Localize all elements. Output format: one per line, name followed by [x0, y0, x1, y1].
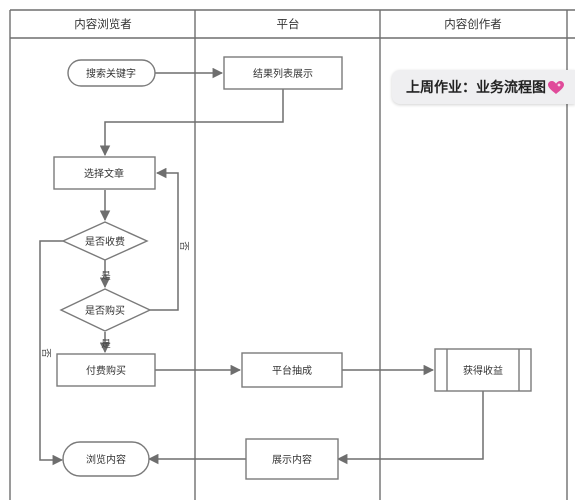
node-is-bought-label: 是否购买: [85, 304, 125, 317]
node-pay: 付费购买: [56, 353, 156, 387]
node-show-content: 展示内容: [245, 438, 339, 480]
node-is-paid-label: 是否收费: [85, 235, 125, 248]
lane-header-platform: 平台: [277, 17, 300, 31]
edge-income-to-show: [336, 391, 484, 465]
edge-paid-no: [39, 240, 64, 466]
node-result-list: 结果列表展示: [223, 56, 343, 90]
edge-bought-no: [150, 167, 179, 311]
node-is-bought: 是否购买: [59, 288, 152, 332]
node-search-label: 搜索关键字: [86, 67, 136, 80]
edge-label-bought-yes: 是: [101, 339, 111, 350]
title-card: 上周作业：业务流程图: [392, 70, 575, 104]
node-is-paid: 是否收费: [61, 221, 149, 261]
edge-label-paid-yes: 是: [101, 271, 111, 282]
node-result-list-label: 结果列表展示: [253, 67, 313, 80]
lane-header-browser: 内容浏览者: [74, 17, 132, 31]
node-search: 搜索关键字: [67, 59, 156, 87]
node-select-article-label: 选择文章: [84, 167, 124, 180]
node-select-article: 选择文章: [53, 156, 156, 190]
node-platform-cut: 平台抽成: [241, 352, 343, 388]
edge-results-to-select: [99, 89, 284, 157]
node-browse-content: 浏览内容: [62, 441, 150, 477]
node-browse-content-label: 浏览内容: [86, 453, 126, 466]
node-get-income: 获得收益: [434, 348, 532, 392]
lane-header-creator: 内容创作者: [444, 17, 502, 31]
connectors: [39, 67, 484, 466]
edge-label-paid-no: 否: [40, 348, 51, 358]
node-pay-label: 付费购买: [86, 364, 126, 377]
node-platform-cut-label: 平台抽成: [272, 364, 312, 377]
sparkling-heart-icon: [548, 81, 564, 95]
node-get-income-label: 获得收益: [463, 364, 503, 377]
edge-label-bought-no: 否: [178, 241, 189, 251]
node-show-content-label: 展示内容: [272, 453, 312, 466]
title-card-text: 上周作业：业务流程图: [406, 80, 546, 96]
